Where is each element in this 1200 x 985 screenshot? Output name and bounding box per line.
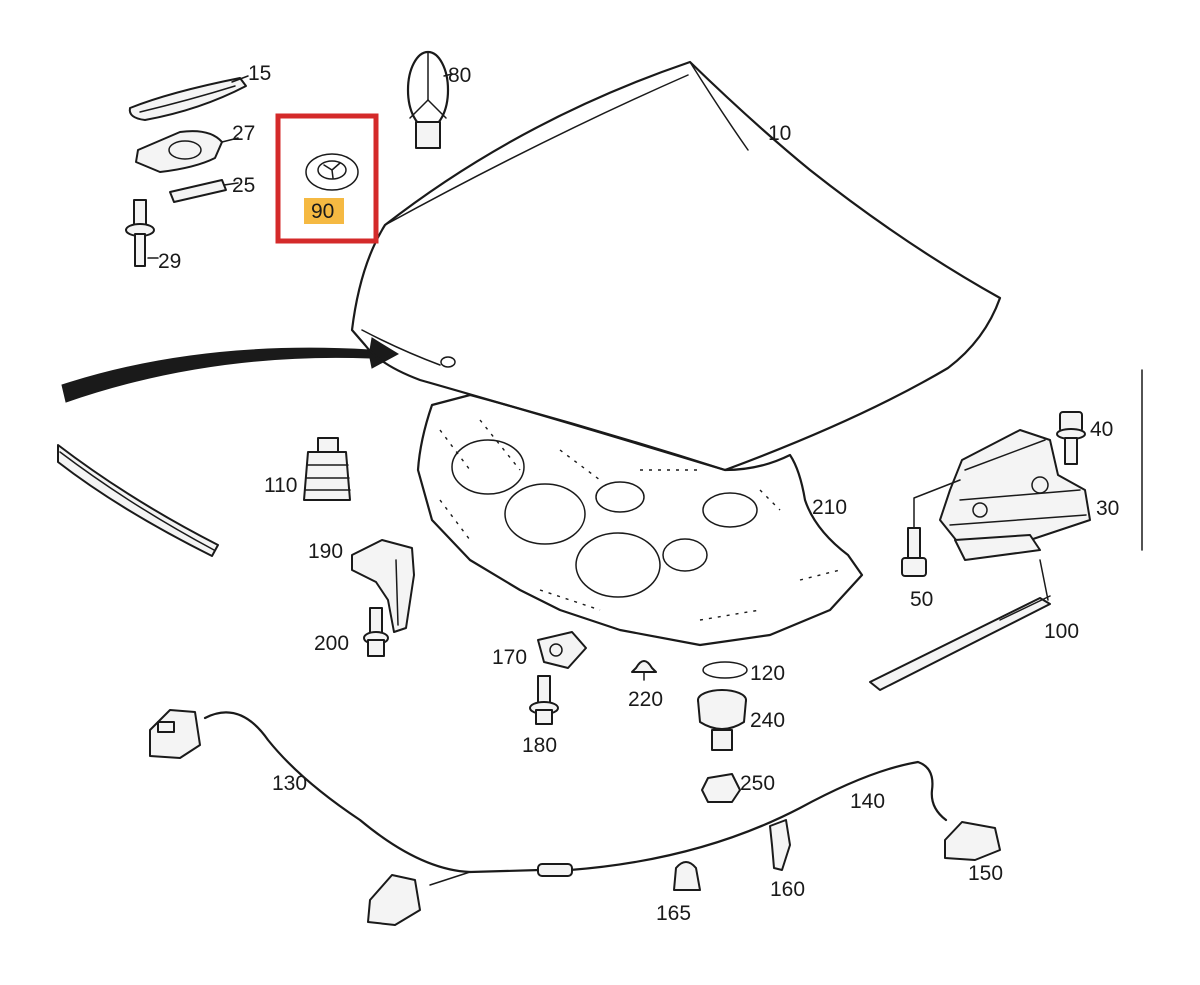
part-29-shape bbox=[125, 199, 159, 267]
part-250-shape bbox=[701, 773, 741, 803]
callout-130: 130 bbox=[272, 772, 307, 795]
part-15-shape bbox=[128, 75, 249, 121]
callout-165: 165 bbox=[656, 902, 691, 925]
part-40-shape bbox=[1056, 411, 1086, 465]
callout-200: 200 bbox=[314, 632, 349, 655]
part-165-shape bbox=[673, 861, 701, 891]
pointer-arrow bbox=[61, 337, 400, 403]
callout-27: 27 bbox=[232, 122, 255, 145]
callout-190: 190 bbox=[308, 540, 343, 563]
callout-150: 150 bbox=[968, 862, 1003, 885]
callout-50: 50 bbox=[910, 588, 933, 611]
part-27-shape bbox=[135, 130, 239, 173]
part-160-shape bbox=[769, 819, 791, 871]
callout-110: 110 bbox=[264, 474, 297, 497]
part-200-shape bbox=[363, 607, 389, 657]
callout-40: 40 bbox=[1090, 418, 1113, 441]
callout-160: 160 bbox=[770, 878, 805, 901]
callout-240: 240 bbox=[750, 709, 785, 732]
part-240-shape bbox=[697, 689, 747, 751]
hood-panel bbox=[350, 60, 1002, 472]
callout-15: 15 bbox=[248, 62, 271, 85]
callout-220: 220 bbox=[628, 688, 663, 711]
part-120-shape bbox=[702, 661, 748, 679]
part-100-shape bbox=[869, 559, 1051, 691]
part-50-shape bbox=[901, 479, 961, 577]
part-150-shape bbox=[944, 821, 1001, 861]
release-cable bbox=[203, 711, 948, 886]
callout-80: 80 bbox=[448, 64, 471, 87]
part-180-shape bbox=[529, 675, 559, 725]
part-220-shape bbox=[631, 660, 657, 681]
part-90-highlight bbox=[275, 113, 379, 244]
release-handle-upper bbox=[149, 709, 201, 759]
callout-210: 210 bbox=[812, 496, 847, 519]
part-190-shape bbox=[351, 539, 415, 633]
callout-25: 25 bbox=[232, 174, 255, 197]
callout-10: 10 bbox=[768, 122, 791, 145]
hood-seal-strip bbox=[57, 444, 219, 557]
callout-90: 90 bbox=[311, 200, 334, 223]
callout-120: 120 bbox=[750, 662, 785, 685]
callout-30: 30 bbox=[1096, 497, 1119, 520]
callout-29: 29 bbox=[158, 250, 181, 273]
release-handle-lower bbox=[367, 874, 421, 926]
part-30-shape bbox=[939, 369, 1143, 561]
callout-140: 140 bbox=[850, 790, 885, 813]
callout-labels: 15 27 25 29 80 90 10 40 30 110 210 190 5… bbox=[158, 62, 1119, 925]
callout-100: 100 bbox=[1044, 620, 1079, 643]
callout-250: 250 bbox=[740, 772, 775, 795]
part-80-shape bbox=[406, 50, 453, 149]
hood-insulation-mat bbox=[416, 393, 864, 647]
callout-170: 170 bbox=[492, 646, 527, 669]
part-170-shape bbox=[537, 631, 587, 669]
part-110-shape bbox=[303, 437, 351, 501]
callout-180: 180 bbox=[522, 734, 557, 757]
part-25-shape bbox=[169, 179, 239, 203]
